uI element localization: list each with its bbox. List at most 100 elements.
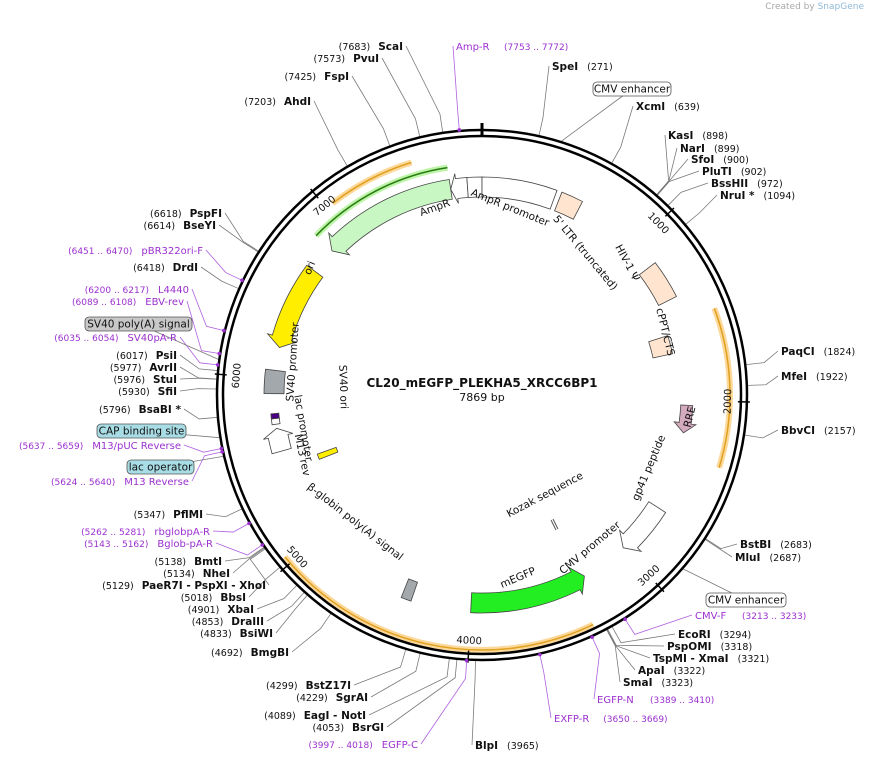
site-bsabi[interactable]: BsaBI *(5796) (99, 404, 181, 416)
site-name: BsrGI (352, 722, 384, 734)
primer-egfp-n[interactable]: EGFP-N(3389 .. 3410) (597, 695, 714, 706)
feature-sv40-promoter-12[interactable] (263, 427, 293, 455)
tick-label-6000: 6000 (231, 363, 244, 389)
site-smai[interactable]: SmaI(3323) (623, 677, 693, 689)
site-tspmi-xmai[interactable]: TspMI - XmaI(3321) (653, 653, 769, 665)
site-sfoi[interactable]: SfoI(900) (691, 154, 749, 166)
feature-cppt-cts-6[interactable] (648, 335, 674, 359)
site-scai[interactable]: ScaI(7683) (339, 41, 403, 53)
site-nhei[interactable]: NheI(5134) (163, 568, 230, 580)
site-bmgbi[interactable]: BmgBI(4692) (211, 647, 289, 659)
site-name: BstZ17I (306, 680, 351, 692)
leader-line (200, 266, 239, 289)
boxed-label-sv40-poly-a-signal[interactable]: SV40 poly(A) signal (84, 316, 193, 332)
site-name: SgrAI (336, 692, 368, 704)
site-stui[interactable]: StuI(5976) (113, 374, 177, 386)
feature-gp41-peptide-7[interactable] (673, 404, 698, 434)
boxed-label-cmv-enhancer[interactable]: CMV enhancer (592, 81, 672, 97)
boxed-label-cap-binding-site[interactable]: CAP binding site (96, 423, 187, 439)
site-spei[interactable]: SpeI(271) (552, 61, 613, 73)
primer-egfp-c[interactable]: EGFP-C(3997 .. 4018) (308, 740, 418, 751)
site-eagi-noti[interactable]: EagI - NotI(4089) (264, 710, 366, 722)
feature-globin-poly-a-signal-10[interactable] (400, 578, 419, 602)
site-xbai[interactable]: XbaI(4901) (188, 604, 254, 616)
site-ahdi[interactable]: AhdI(7203) (244, 96, 311, 108)
site-draiii[interactable]: DraIII(4853) (192, 616, 264, 628)
site-blpi[interactable]: BlpI(3965) (475, 740, 539, 752)
primer-position: (6200 .. 6217) (85, 286, 149, 296)
feature-megfp-9[interactable] (470, 566, 585, 614)
site-sfii[interactable]: SfiI(5930) (118, 386, 177, 398)
plasmid-length: 7869 bp (459, 391, 504, 404)
site-xcmi[interactable]: XcmI(639) (636, 101, 700, 113)
site-bstz17i[interactable]: BstZ17I(4299) (266, 680, 351, 692)
site-bsrgi[interactable]: BsrGI(4053) (312, 722, 384, 734)
glow-arc-line-0 (332, 161, 412, 204)
site-position: (900) (723, 155, 749, 166)
site-name: SpeI (552, 61, 578, 73)
feature-ampr-promoter-1[interactable] (450, 173, 469, 204)
site-nari[interactable]: NarI(899) (680, 143, 740, 155)
primer-m13-reverse[interactable]: M13 Reverse(5624 .. 5640) (51, 477, 189, 488)
site-pspomi[interactable]: PspOMI(3318) (667, 641, 752, 653)
site-position: (898) (702, 131, 728, 142)
primer-l4440[interactable]: L4440(6200 .. 6217) (85, 285, 189, 296)
primer-site-mark (538, 652, 542, 657)
site-drdi[interactable]: DrdI(6418) (133, 262, 198, 274)
site-apai[interactable]: ApaI(3322) (638, 665, 705, 677)
site-avrii[interactable]: AvrII(5977) (110, 362, 177, 374)
site-mfei[interactable]: MfeI(1922) (781, 371, 848, 383)
primer-amp-r[interactable]: Amp-R(7753 .. 7772) (456, 42, 568, 53)
site-nrui[interactable]: NruI *(1094) (720, 190, 795, 202)
primer-bglob-pa-r[interactable]: Bglob-pA-R(5143 .. 5162) (84, 539, 213, 550)
primer-rbglobpa-r[interactable]: rbglobpA-R(5262 .. 5281) (81, 527, 210, 538)
site-bstbi[interactable]: BstBI(2683) (740, 539, 812, 551)
feature-ori-16[interactable] (266, 264, 324, 349)
feature-hiv-1-4[interactable] (554, 191, 584, 220)
feature-ampr-0[interactable] (328, 179, 453, 256)
feature-m13-rev-14[interactable] (270, 412, 280, 420)
site-bsiwi[interactable]: BsiWI(4833) (200, 628, 273, 640)
primer-exfp-r[interactable]: EXFP-R(3650 .. 3669) (554, 714, 668, 725)
primer-position: (6089 .. 6108) (72, 298, 136, 308)
site-bseyi[interactable]: BseYI(6614) (144, 220, 216, 232)
site-kasi[interactable]: KasI(898) (668, 130, 728, 142)
boxed-label-lac-operator[interactable]: lac operator (126, 459, 195, 475)
boxed-label-cmv-enhancer[interactable]: CMV enhancer (705, 592, 787, 608)
site-paer7i-pspxi-xhoi[interactable]: PaeR7I - PspXI - XhoI(5129) (102, 580, 266, 592)
feature-cmv-promoter-8[interactable] (618, 501, 667, 552)
boxed-label-text: CMV enhancer (594, 84, 671, 96)
feature-sv40-ori-11[interactable] (316, 446, 339, 460)
site-sgrai[interactable]: SgrAI(4229) (296, 692, 368, 704)
site-ecori[interactable]: EcoRI(3294) (678, 629, 751, 641)
site-position: (5138) (155, 557, 187, 568)
site-bmti[interactable]: BmtI(5138) (155, 556, 222, 568)
site-fspi[interactable]: FspI(7425) (285, 71, 349, 83)
site-pluti[interactable]: PluTI(902) (702, 166, 766, 178)
site-position: (5977) (110, 363, 142, 374)
feature-rre-5[interactable] (638, 262, 678, 307)
site-name: BmgBI (251, 647, 289, 659)
primer-sv40pa-r[interactable]: SV40pA-R(6035 .. 6054) (54, 333, 177, 344)
leader-line (606, 629, 621, 683)
site-psii[interactable]: PsiI(6017) (116, 350, 177, 362)
site-pvui[interactable]: PvuI(7573) (313, 53, 379, 65)
leader-line (656, 158, 689, 196)
site-position: (7573) (313, 54, 345, 65)
site-paqci[interactable]: PaqCI(1824) (781, 346, 855, 358)
site-bbsi[interactable]: BbsI(5018) (181, 592, 246, 604)
site-pspfi[interactable]: PspFI(6618) (150, 208, 222, 220)
primer-m13-puc-reverse[interactable]: M13/pUC Reverse(5637 .. 5659) (19, 441, 181, 452)
restriction-site-labels: SpeI(271) XcmI(639) KasI(898)NarI(899)SfoI… (99, 41, 856, 752)
site-mlui[interactable]: MluI(2687) (735, 552, 801, 564)
primer-ebv-rev[interactable]: EBV-rev(6089 .. 6108) (72, 297, 184, 308)
leader-line (656, 134, 670, 195)
feature-sv40-poly-a-signal-15[interactable] (263, 368, 286, 395)
site-position: (3323) (662, 678, 694, 689)
site-pflmi[interactable]: PflMI(5347) (134, 509, 203, 521)
site-bsshii[interactable]: BssHII(972) (711, 178, 783, 190)
primer-cmv-f[interactable]: CMV-F(3213 .. 3233) (695, 611, 806, 622)
site-bbvci[interactable]: BbvCI(2157) (781, 425, 856, 437)
primer-pbr322ori-f[interactable]: pBR322ori-F(6451 .. 6470) (68, 246, 203, 257)
feature-5-ltr-truncated-3[interactable] (481, 176, 558, 210)
